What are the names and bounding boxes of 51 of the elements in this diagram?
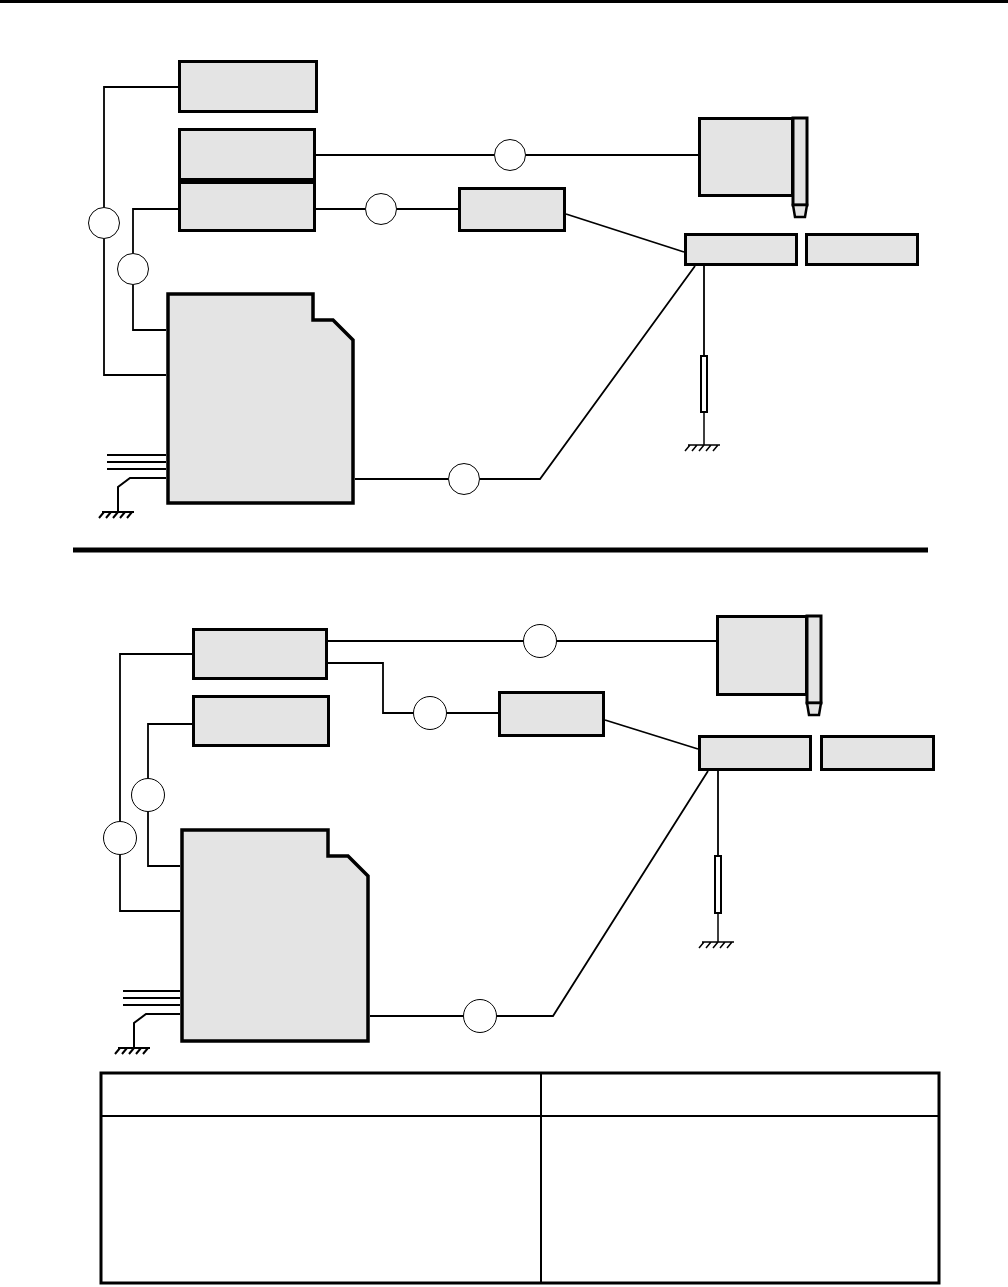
cable-marker-circle	[117, 253, 149, 285]
cable-marker-circle	[131, 778, 165, 812]
cable-line	[396, 208, 459, 210]
cable-line	[147, 723, 193, 779]
cable-line	[315, 208, 366, 210]
unit-box	[178, 60, 318, 113]
unit-box	[716, 615, 808, 696]
unit-box	[192, 695, 330, 747]
unit-box	[178, 181, 316, 232]
resistor-symbol	[700, 355, 708, 413]
power-source-box	[166, 292, 355, 505]
unit-box	[820, 735, 935, 771]
cable-line	[525, 154, 699, 156]
cable-line	[147, 811, 181, 867]
cable-line	[446, 712, 499, 714]
power-source-box	[180, 828, 370, 1043]
cable-marker-circle	[463, 999, 497, 1033]
cable-marker-circle	[494, 139, 526, 171]
cable-line	[496, 770, 709, 1017]
cable-marker-circle	[88, 207, 120, 239]
cable-line	[132, 284, 167, 331]
cable-marker-circle	[103, 821, 137, 855]
unit-box	[178, 128, 316, 181]
cable-line	[103, 238, 167, 376]
cable-line	[119, 854, 181, 912]
unit-box	[684, 233, 798, 266]
unit-box	[698, 735, 812, 771]
cable-line	[103, 86, 179, 208]
unit-box	[498, 691, 605, 737]
cable-marker-circle	[448, 463, 480, 495]
cable-line	[315, 154, 495, 156]
cable-line	[369, 1015, 464, 1017]
unit-box	[458, 187, 566, 232]
cable-marker-circle	[365, 193, 397, 225]
cable-line	[327, 662, 414, 714]
cable-line	[556, 640, 717, 642]
cable-line	[354, 478, 449, 480]
cable-line	[132, 208, 179, 254]
cable-line	[703, 265, 705, 356]
cable-line	[327, 640, 524, 642]
cable-marker-circle	[413, 696, 447, 730]
cable-marker-circle	[523, 624, 557, 658]
cable-line	[604, 719, 699, 750]
resistor-symbol	[714, 855, 722, 914]
unit-box	[698, 117, 794, 197]
cable-line	[717, 770, 719, 856]
cable-line	[565, 213, 685, 253]
unit-box	[805, 233, 919, 266]
cable-line	[119, 653, 193, 822]
cable-line	[479, 265, 696, 480]
unit-box	[192, 628, 328, 680]
